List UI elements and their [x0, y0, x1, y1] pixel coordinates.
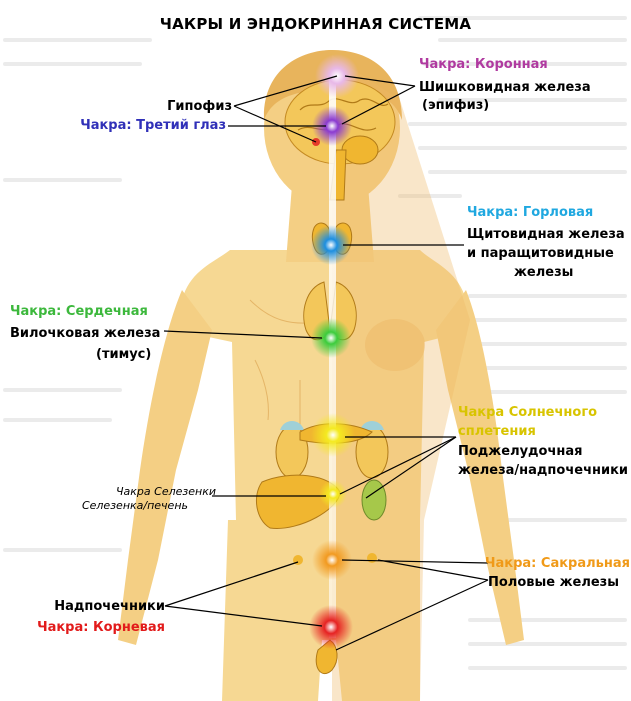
label-gonads: Половые железы: [488, 575, 619, 590]
label-pineal-gland: Шишковидная железа: [419, 80, 591, 95]
label-thyroid-1: Щитовидная железа: [467, 227, 625, 242]
root-chakra-glow: [309, 605, 353, 649]
spleen-chakra-glow: [319, 480, 347, 508]
label-throat-chakra: Чакра: Горловая: [467, 205, 594, 220]
label-heart-chakra: Чакра: Сердечная: [10, 304, 148, 319]
label-solar-chakra-2: сплетения: [458, 424, 536, 439]
leader-lines: [163, 75, 489, 651]
sacral-chakra-glow: [312, 540, 352, 580]
label-thymus-1: Вилочковая железа: [10, 326, 161, 341]
label-adrenals: Надпочечники: [54, 599, 165, 614]
gonad-right: [367, 553, 377, 563]
liver: [255, 474, 341, 529]
label-third-eye-chakra: Чакра: Третий глаз: [80, 118, 226, 133]
label-root-chakra: Чакра: Корневая: [37, 620, 165, 635]
label-thymus-2: (тимус): [96, 347, 152, 362]
label-solar-chakra-1: Чакра Солнечного: [458, 405, 598, 420]
throat-chakra-glow: [311, 225, 351, 265]
label-pancreas-1: Поджелудочная: [458, 444, 583, 459]
label-thyroid-2: и паращитовидные: [467, 246, 614, 261]
spleen: [361, 479, 387, 521]
label-crown-chakra: Чакра: Коронная: [419, 57, 548, 72]
label-pancreas-2: железа/надпочечники: [458, 463, 629, 478]
label-thyroid-3: железы: [514, 265, 574, 280]
third-eye-chakra-glow: [312, 106, 352, 146]
energy-channel: [329, 78, 336, 638]
label-sacral-chakra: Чакра: Сакральная: [485, 556, 630, 571]
label-spleen-chakra: Чакра Селезенки: [116, 485, 216, 498]
label-pineal-epiphysis: (эпифиз): [422, 98, 490, 113]
heart-chakra-glow: [311, 318, 351, 358]
label-spleen-liver: Селезенка/печень: [81, 499, 188, 512]
label-pituitary: Гипофиз: [167, 99, 232, 114]
solar-chakra-glow: [311, 413, 355, 457]
diagram-title: ЧАКРЫ И ЭНДОКРИННАЯ СИСТЕМА: [159, 15, 472, 33]
